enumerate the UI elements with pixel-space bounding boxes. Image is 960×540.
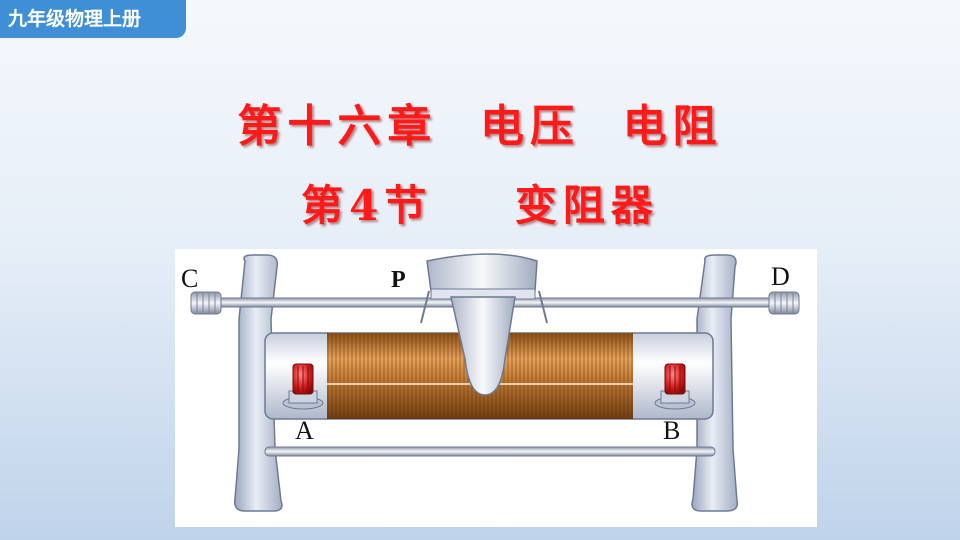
terminal-a-post xyxy=(282,363,324,410)
label-c: C xyxy=(181,264,198,293)
chapter-title: 第十六章 电压 电阻 xyxy=(237,101,723,152)
rheostat-illustration: C P D A B xyxy=(181,253,800,512)
slider-p xyxy=(420,253,548,396)
resistance-coil xyxy=(327,333,633,419)
rheostat-figure: C P D A B xyxy=(175,249,817,527)
terminal-c-knob xyxy=(190,291,222,315)
bottom-rod xyxy=(264,446,716,457)
label-p: P xyxy=(391,267,406,293)
grade-badge: 九年级物理上册 xyxy=(0,0,186,38)
label-a: A xyxy=(295,416,314,445)
label-d: D xyxy=(771,262,790,291)
section-title: 第4节 变阻器 xyxy=(301,181,659,230)
label-b: B xyxy=(663,416,680,445)
terminal-b-post xyxy=(654,363,696,410)
terminal-d-knob xyxy=(768,291,800,315)
